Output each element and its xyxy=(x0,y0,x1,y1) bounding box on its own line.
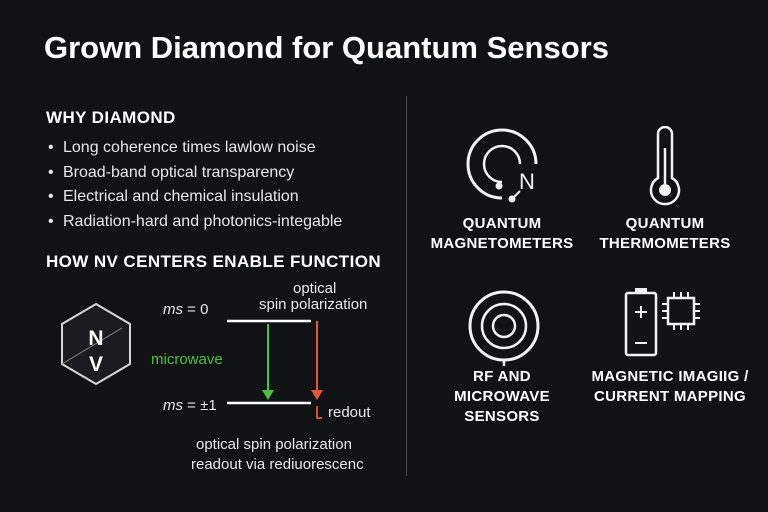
redout-label: redout xyxy=(328,404,371,421)
nv-hexagon-facet xyxy=(61,327,123,365)
thermometer-icon xyxy=(649,126,681,206)
readout-bracket xyxy=(316,406,322,419)
nv-label-v: V xyxy=(88,353,103,376)
app-label-magnetometers: QUANTUM MAGNETOMETERS xyxy=(430,215,574,252)
readout-arrowhead xyxy=(311,390,323,400)
why-diamond-list: Long coherence times lawlow noise Broad-… xyxy=(48,136,342,234)
spin-polarization-label: spin polarization xyxy=(259,296,368,313)
caption-line-2: readout via rediuorescenc xyxy=(191,456,364,473)
ms1-label: ms = ±1 xyxy=(163,397,217,414)
microwave-label: microwave xyxy=(151,351,223,368)
app-label-magnetic-imaging: MAGNETIC IMAGIIG / CURRENT MAPPING xyxy=(591,368,749,405)
list-item: Radiation-hard and photonics-integable xyxy=(48,210,342,235)
ms0-label: ms = 0 xyxy=(163,301,209,318)
magnetometer-n-glyph: N xyxy=(519,169,535,194)
page-title: Grown Diamond for Quantum Sensors xyxy=(44,30,609,65)
list-item: Long coherence times lawlow noise xyxy=(48,136,342,161)
why-diamond-heading: WHY DIAMOND xyxy=(46,108,176,127)
app-label-thermometers: QUANTUM THERMOMETERS xyxy=(599,215,731,252)
list-item: Electrical and chemical insulation xyxy=(48,185,342,210)
microwave-arrowhead xyxy=(262,390,274,400)
rf-signal-icon xyxy=(468,290,540,366)
magnetometer-icon: N xyxy=(466,128,538,203)
nv-centers-heading: HOW NV CENTERS ENABLE FUNCTION xyxy=(46,252,381,271)
nv-label-n: N xyxy=(88,327,104,350)
list-item: Broad-band optical transparency xyxy=(48,161,342,186)
caption-line-1: optical spin polarization xyxy=(196,436,352,453)
battery-chip-icon xyxy=(624,288,700,357)
column-divider xyxy=(406,96,407,476)
app-label-rf-microwave: RF AND MICROWAVE SENSORS xyxy=(454,368,550,425)
optical-label: optical xyxy=(293,280,337,297)
